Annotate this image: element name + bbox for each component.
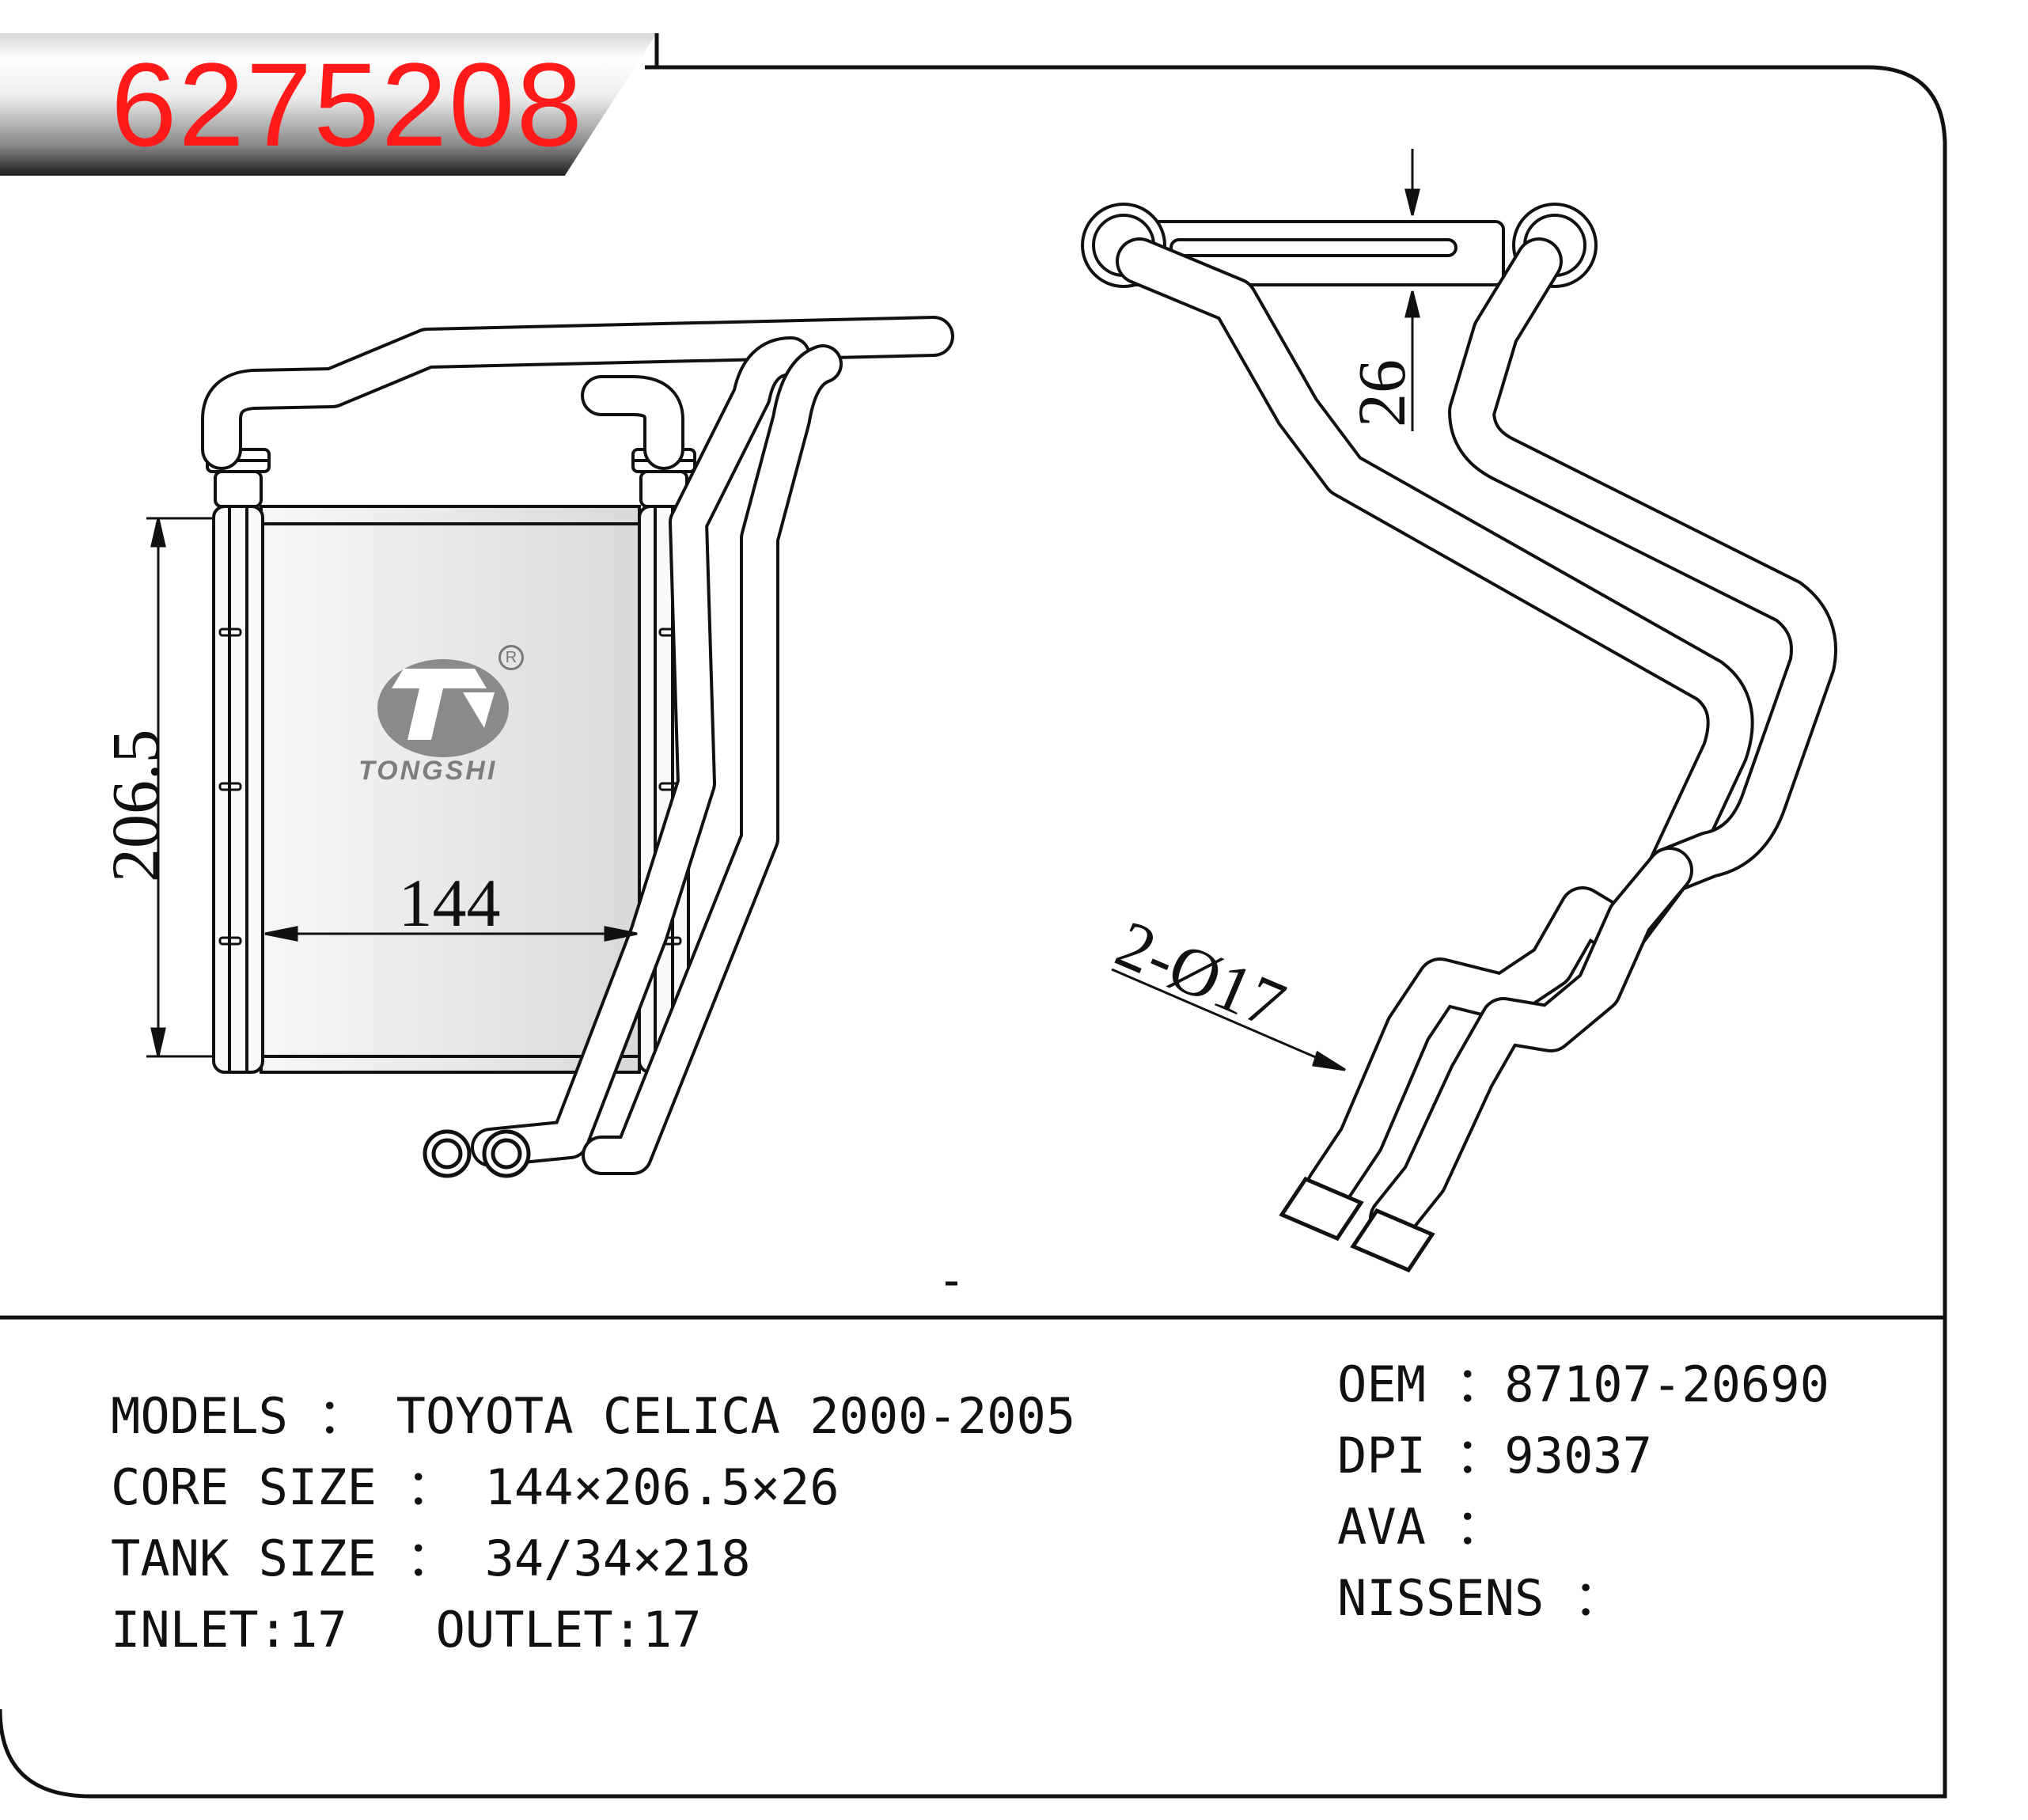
core-face bbox=[260, 505, 641, 1074]
dimension-lines-front bbox=[146, 517, 638, 1058]
height-dimension-label: 206.5 bbox=[97, 730, 173, 883]
spec-inlet-outlet: INLET:17 OUTLET:17 bbox=[111, 1601, 702, 1659]
part-number: 6275208 bbox=[111, 38, 584, 171]
thickness-dimension-label: 26 bbox=[1344, 359, 1420, 427]
header-banner bbox=[0, 33, 657, 176]
spec-ava: AVA ： bbox=[1337, 1498, 1505, 1556]
spec-nissens: NISSENS ： bbox=[1337, 1569, 1623, 1627]
pipe-ends bbox=[423, 1129, 531, 1178]
registered-mark: R bbox=[498, 645, 524, 670]
width-dimension-label: 144 bbox=[399, 865, 501, 941]
brand-name: TONGSHI bbox=[358, 756, 498, 786]
frame-border bbox=[0, 33, 1947, 1799]
pipe-tips bbox=[1279, 1176, 1435, 1273]
heater-core-side-view bbox=[1081, 203, 1837, 1273]
brand-logo bbox=[377, 659, 509, 757]
spec-tank-size: TANK SIZE ： 34/34×218 bbox=[111, 1530, 751, 1587]
heater-core-front-view bbox=[201, 316, 954, 1178]
pipe-dimension-label: 2-Ø17 bbox=[1106, 905, 1296, 1043]
spec-oem: OEM ：87107-20690 bbox=[1337, 1356, 1829, 1413]
spec-dpi: DPI ：93037 bbox=[1337, 1427, 1652, 1484]
spec-core-size: CORE SIZE ： 144×206.5×26 bbox=[111, 1458, 840, 1516]
spec-models: MODELS ： TOYOTA CELICA 2000-2005 bbox=[111, 1387, 1076, 1445]
dimension-lines-side bbox=[1111, 149, 1420, 1071]
